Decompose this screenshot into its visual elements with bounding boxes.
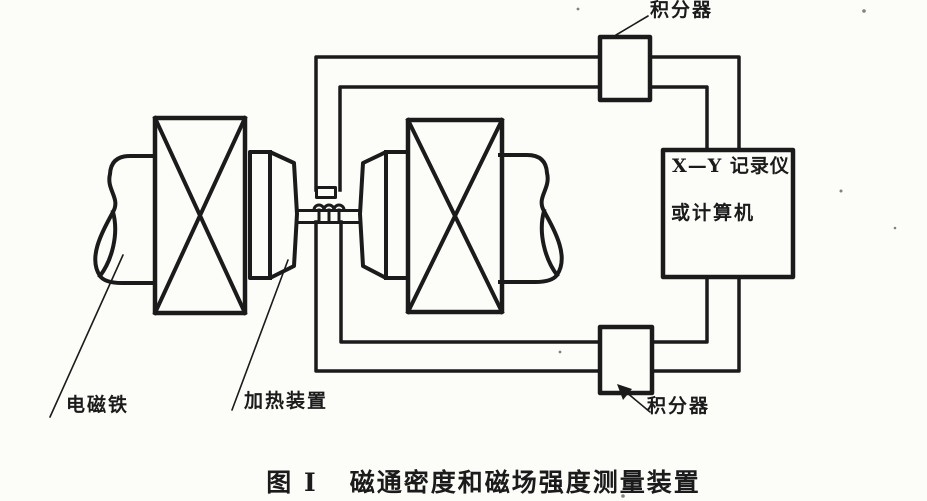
electromagnet-core-left <box>93 154 159 285</box>
label-electromagnet: 电磁铁 <box>66 394 130 416</box>
heater-block-left <box>248 150 299 280</box>
scan-specks <box>558 7 897 498</box>
drive-coil-left <box>152 115 248 316</box>
pickup-coil-terminal <box>315 186 337 199</box>
integrator-top-box <box>597 34 653 103</box>
recorder-label-line2: 或计算机 <box>671 202 756 224</box>
label-heater: 加热装置 <box>244 390 329 412</box>
figure-caption: 图 I 磁通密度和磁场强度测量装置 <box>266 468 701 497</box>
leader-heater <box>231 259 289 411</box>
integrator-bottom-box <box>597 324 655 396</box>
recorder-label-line1: X—Y 记录仪 <box>672 155 790 177</box>
drive-coil-right <box>405 117 505 315</box>
recorder-box <box>660 147 796 280</box>
leader-integrator-top <box>615 15 649 36</box>
leader-arrowhead <box>617 384 632 400</box>
pickup-coil <box>312 203 346 212</box>
label-integrator-bottom: 积分器 <box>647 395 711 417</box>
sample-rod <box>295 208 364 224</box>
leader-integrator-bottom <box>617 384 651 413</box>
wire-bottom-integrator-to-recorder <box>650 275 741 373</box>
wire-top-integrator-to-recorder <box>648 55 741 152</box>
label-integrator-top: 积分器 <box>650 0 714 21</box>
wire-field-coil-to-bottom-integrator <box>314 220 602 373</box>
wire-pickup-to-top-integrator <box>314 55 602 192</box>
heater-block-right <box>358 150 410 280</box>
leader-electromagnet <box>49 254 124 418</box>
electromagnet-core-right <box>498 153 564 284</box>
